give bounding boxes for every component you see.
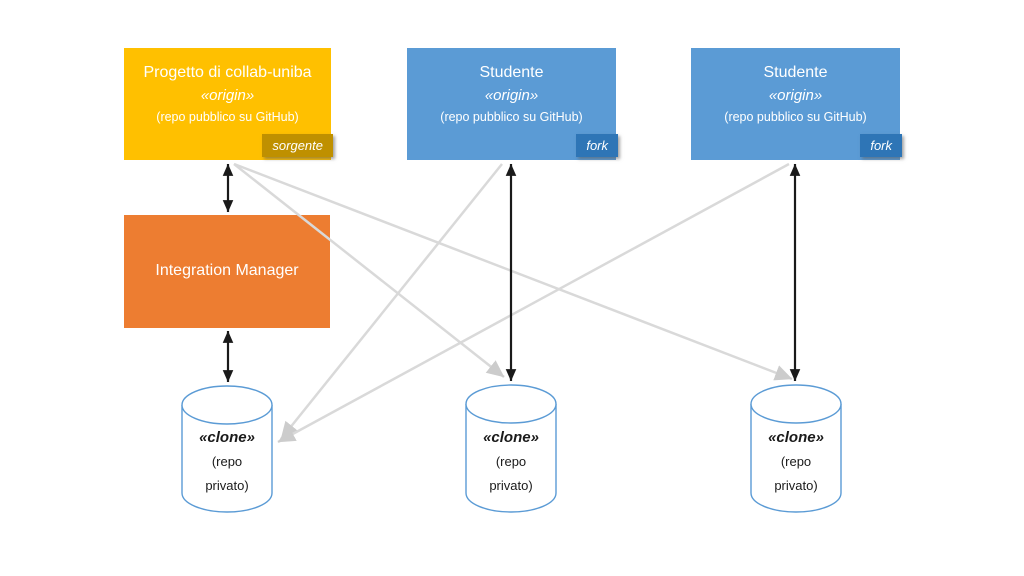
blessed-repo-title: Progetto di collab-uniba <box>143 64 312 81</box>
clone-label-2: «clone» (repo privato) <box>456 426 566 498</box>
fork-badge-1: fork <box>576 134 618 157</box>
student-repo-2-title: Studente <box>763 64 828 81</box>
clone-2-note-line1: (repo <box>495 454 527 469</box>
integration-manager-title: Integration Manager <box>155 262 299 279</box>
clone-label-3: «clone» (repo privato) <box>741 426 851 498</box>
student-repo-box-2: Studente «origin» (repo pubblico su GitH… <box>691 48 902 160</box>
clone-2-note-line2: privato) <box>489 478 533 493</box>
clone-1-stereotype: «clone» <box>199 429 255 446</box>
integration-manager-box: Integration Manager <box>124 215 330 328</box>
student-repo-2-stereotype: «origin» <box>768 87 823 104</box>
student-repo-2-note: (repo pubblico su GitHub) <box>724 110 867 124</box>
blessed-repo-box: Progetto di collab-uniba «origin» (repo … <box>124 48 333 160</box>
student-repo-1-note: (repo pubblico su GitHub) <box>440 110 583 124</box>
clone-2-stereotype: «clone» <box>483 429 539 446</box>
clone-3-stereotype: «clone» <box>768 429 824 446</box>
clone-1-note-line2: privato) <box>205 478 249 493</box>
blessed-repo-note: (repo pubblico su GitHub) <box>156 110 299 124</box>
blessed-repo-stereotype: «origin» <box>200 87 255 104</box>
fork-badge-2: fork <box>860 134 902 157</box>
student-repo-1-title: Studente <box>479 64 544 81</box>
clone-3-note-line2: privato) <box>774 478 818 493</box>
clone-3-note-line1: (repo <box>780 454 812 469</box>
sorgente-badge: sorgente <box>262 134 333 157</box>
clone-label-1: «clone» (repo privato) <box>172 426 282 498</box>
clone-1-note-line1: (repo <box>211 454 243 469</box>
student-repo-1-stereotype: «origin» <box>484 87 539 104</box>
student-repo-box-1: Studente «origin» (repo pubblico su GitH… <box>407 48 618 160</box>
